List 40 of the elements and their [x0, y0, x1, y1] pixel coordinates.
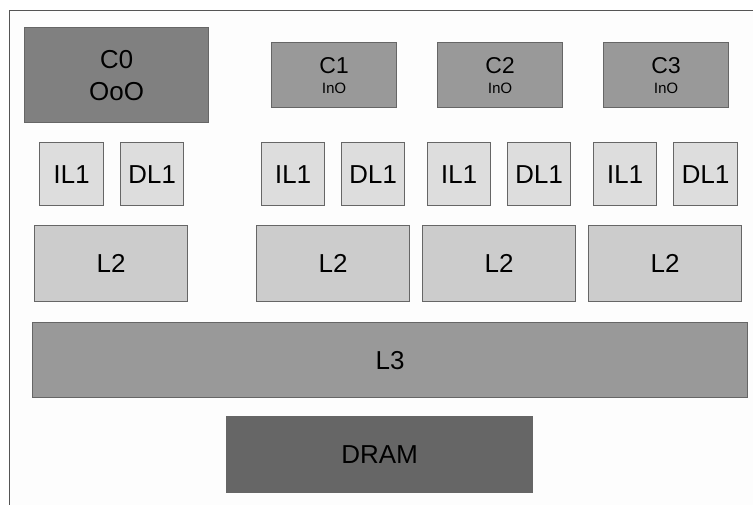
- box-label: IL1: [274, 158, 312, 190]
- cache-box: [673, 142, 738, 206]
- cache-box: [39, 142, 104, 206]
- core-box: [271, 42, 397, 108]
- box-label: IL1: [440, 158, 478, 190]
- cache-box: [588, 225, 742, 302]
- cache-box: [427, 142, 491, 206]
- cache-box: [507, 142, 571, 206]
- cache-box: [422, 225, 576, 302]
- core-box: [24, 27, 209, 123]
- box-label: C0: [100, 42, 134, 75]
- cache-box: [341, 142, 405, 206]
- box-label: DL1: [349, 158, 397, 190]
- box-label: C1: [319, 51, 349, 80]
- box-label: L2: [96, 247, 126, 280]
- box-label: L2: [318, 247, 348, 280]
- cache-box: [261, 142, 325, 206]
- box-sublabel: InO: [322, 80, 346, 99]
- cache-box: [593, 142, 657, 206]
- box-label: DRAM: [341, 438, 418, 471]
- box-sublabel: InO: [654, 80, 678, 99]
- box-label: DL1: [682, 158, 730, 190]
- cache-box: [120, 142, 184, 206]
- box-label: IL1: [53, 158, 90, 190]
- box-label: DL1: [128, 158, 176, 190]
- core-box: [437, 42, 563, 108]
- box-label: L2: [484, 247, 514, 280]
- memory-box: [226, 416, 533, 493]
- box-label: L2: [650, 247, 680, 280]
- box-label: C2: [485, 51, 515, 80]
- box-label: DL1: [515, 158, 563, 190]
- box-sublabel: OoO: [89, 75, 144, 108]
- cache-box: [34, 225, 188, 302]
- box-label: L3: [376, 344, 404, 376]
- box-label: C3: [651, 51, 681, 80]
- box-sublabel: InO: [488, 80, 512, 99]
- box-label: IL1: [606, 158, 644, 190]
- cache-box: [256, 225, 410, 302]
- cache-box: [32, 322, 748, 398]
- core-box: [603, 42, 729, 108]
